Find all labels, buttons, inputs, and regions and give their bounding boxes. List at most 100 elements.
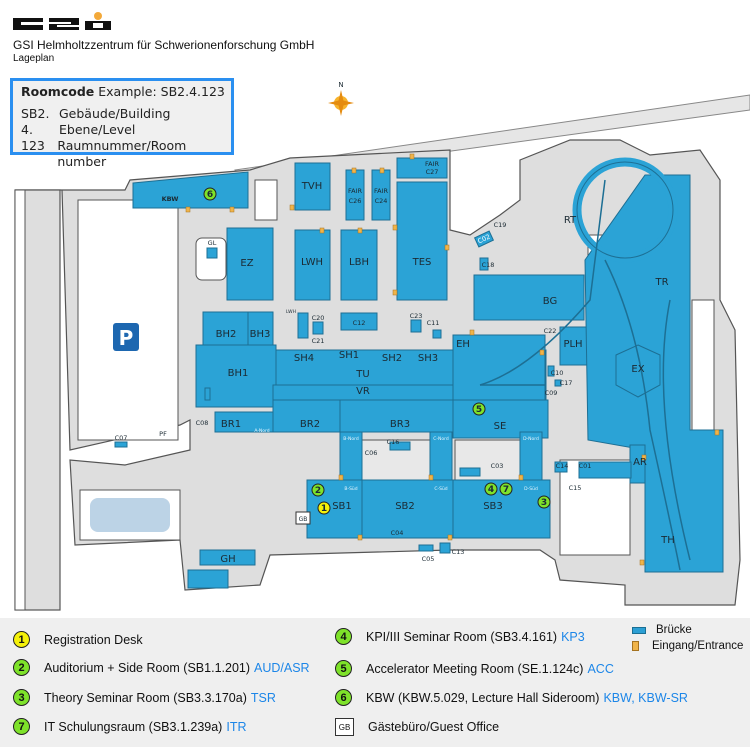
organization-name: GSI Helmholtzzentrum für Schwerionenfors… (13, 38, 315, 52)
marker-4-icon (484, 482, 498, 496)
roomcode-code: 123 (21, 138, 45, 153)
bridge-icon (632, 626, 646, 634)
building-bg (473, 274, 585, 321)
label-c14: C14 (556, 462, 569, 470)
building-br3 (339, 399, 456, 433)
building-fair-c26 (345, 169, 365, 221)
label-c27: C27 (426, 168, 439, 176)
label-sb1: SB1 (332, 501, 352, 512)
label-c10: C10 (551, 369, 564, 377)
label-c22: C22 (544, 327, 557, 335)
label-ez: EZ (240, 258, 253, 269)
label-c15: C15 (569, 484, 582, 492)
building-ez (226, 227, 274, 301)
building-bh3 (247, 311, 274, 349)
label-gh: GH (220, 554, 235, 565)
label-c05: C05 (422, 555, 435, 563)
legend-entrance: Eingang/Entrance (628, 640, 743, 652)
marker-5: 5 (476, 405, 482, 415)
label-bh2: BH2 (216, 329, 237, 340)
label-c-nord: C-Nord (433, 436, 449, 442)
label-br1: BR1 (221, 419, 241, 430)
legend-label: Auditorium + Side Room (SB1.1.201) (44, 660, 251, 675)
building-c03 (459, 467, 481, 477)
guest-office-icon: GB (335, 718, 354, 736)
building-c05 (418, 544, 434, 552)
legend-marker-icon: 5 (335, 660, 352, 677)
label-c07: C07 (115, 434, 128, 442)
compass-north-label: N (338, 81, 343, 89)
label-rt: RT (564, 215, 577, 226)
marker-7: 7 (503, 485, 509, 495)
label-se: SE (494, 421, 507, 432)
label-sb2: SB2 (395, 501, 415, 512)
lot (254, 179, 278, 221)
label-tvh: TVH (301, 181, 322, 192)
building-kbw (132, 171, 249, 209)
marker-2: 2 (315, 486, 321, 496)
building-lwh (294, 229, 331, 301)
legend-bridge: Brücke (632, 624, 692, 636)
location-markers: 1 2 3 4 5 6 7 (203, 187, 551, 515)
label-d-sud: D-Süd (524, 486, 538, 492)
label-ex: EX (631, 364, 644, 375)
building-br2 (272, 399, 344, 433)
building-c07 (114, 441, 128, 448)
building-fair-c27 (396, 157, 448, 179)
roomcode-row: SB2.Gebäude/Building (21, 106, 231, 122)
label-c01: C01 (579, 462, 592, 470)
building-tes (396, 181, 448, 301)
label-sh1: SH1 (339, 350, 359, 361)
legend-marker-icon: 7 (13, 718, 30, 735)
legend-marker-icon: 3 (13, 689, 30, 706)
label-gb: GB (299, 516, 308, 523)
label-lbh: LBH (349, 257, 369, 268)
label-c19: C19 (494, 221, 507, 229)
building-ex (615, 344, 661, 398)
label-bh3: BH3 (250, 329, 271, 340)
legend-marker-icon: 2 (13, 659, 30, 676)
label-c-sud: C-Süd (434, 486, 447, 492)
roomcode-box: Roomcode Example: SB2.4.123 SB2.Gebäude/… (10, 78, 234, 169)
building-sb2 (361, 479, 454, 539)
compass-icon: N (328, 81, 354, 116)
marker-1-icon (317, 501, 331, 515)
roomcode-row: 4.Ebene/Level (21, 122, 231, 138)
label-fair-c24: FAIR (374, 187, 389, 195)
building-gh (199, 549, 256, 566)
label-c09: C09 (545, 389, 558, 397)
entrance-icons (185, 153, 720, 566)
legend-label: Registration Desk (44, 632, 143, 647)
site-map: P (14, 81, 750, 611)
building-c01 (578, 461, 632, 479)
building-c11 (432, 329, 442, 339)
roomcode-meaning: Gebäude/Building (59, 106, 171, 121)
guest-office-badge (295, 511, 311, 525)
label-sh4: SH4 (294, 353, 314, 364)
label-sb3: SB3 (483, 501, 503, 512)
label-kbw: KBW (162, 195, 179, 203)
building-c08 (204, 387, 211, 401)
legend-code: ACC (587, 661, 614, 676)
building-bh2 (202, 311, 249, 349)
building-tr-th (584, 174, 724, 573)
label-c08: C08 (196, 419, 209, 427)
label-d-nord: D-Nord (523, 436, 539, 442)
legend-marker-icon: 4 (335, 628, 352, 645)
label-eh: EH (456, 339, 470, 350)
label-sh3: SH3 (418, 353, 438, 364)
gsi-logo (13, 12, 111, 30)
marker-7-icon (499, 482, 513, 496)
roomcode-title: Roomcode (21, 84, 95, 99)
label-bg: BG (543, 296, 557, 307)
legend-label: KBW (KBW.5.029, Lecture Hall Sideroom) (366, 690, 600, 705)
label-lwh-small: LWH (286, 309, 296, 315)
roomcode-meaning: Ebene/Level (59, 122, 136, 137)
building-c18 (479, 257, 489, 271)
beamlines (479, 179, 691, 571)
lot (195, 237, 227, 281)
